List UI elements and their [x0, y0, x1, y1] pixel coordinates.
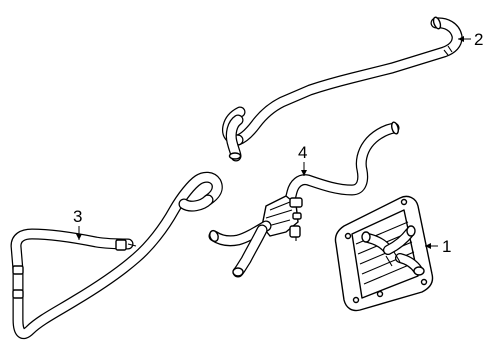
part-1-oil-cooler [334, 195, 434, 312]
callout-2: 2 [458, 30, 483, 49]
callout-2-arrowhead [458, 36, 464, 42]
callout-3-arrowhead [76, 234, 82, 240]
callout-3-label: 3 [73, 207, 82, 226]
part-2-upper-hose [222, 16, 463, 162]
callout-3: 3 [73, 207, 82, 240]
part-3-left-hose [10, 171, 223, 340]
part-4-middle-hose [208, 121, 400, 278]
callout-1-arrowhead [425, 243, 431, 249]
callout-1-label: 1 [442, 237, 451, 256]
callout-4: 4 [298, 143, 307, 176]
callout-4-label: 4 [298, 143, 307, 162]
callout-2-label: 2 [474, 30, 483, 49]
callout-1: 1 [425, 237, 451, 256]
callout-4-arrowhead [301, 170, 307, 176]
